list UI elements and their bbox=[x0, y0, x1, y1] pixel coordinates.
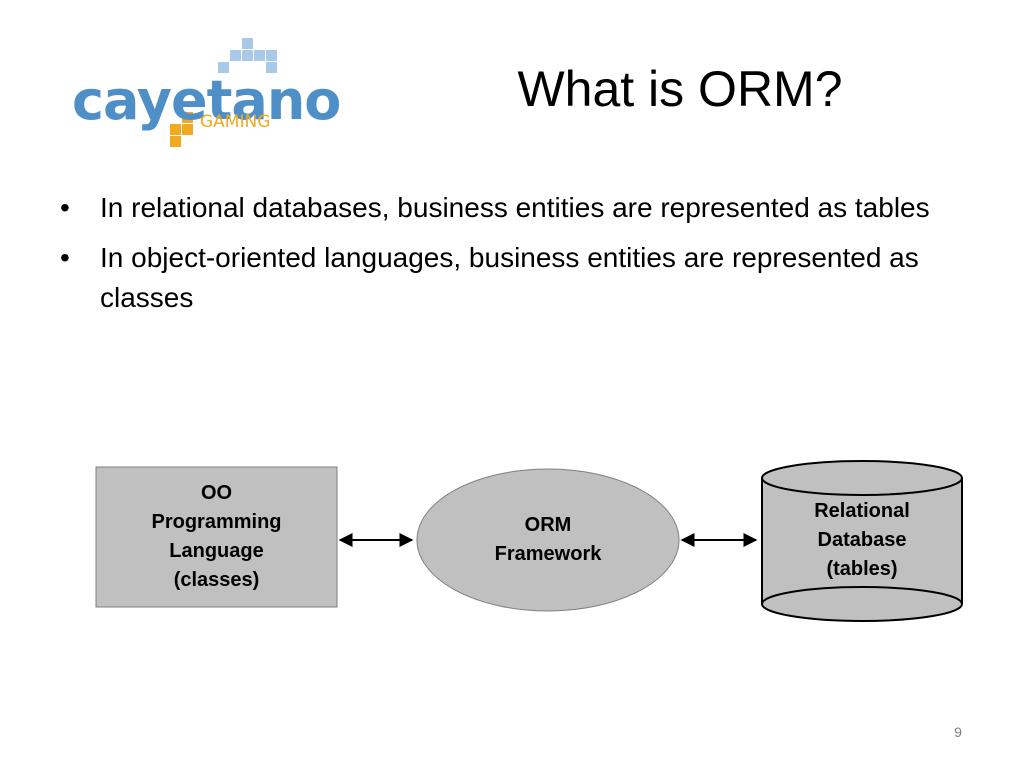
oo-line: Language bbox=[169, 540, 264, 562]
cayetano-gaming-logo: cayetano GAMING bbox=[70, 36, 341, 151]
logo-square bbox=[254, 50, 265, 61]
bullet-marker: • bbox=[60, 242, 70, 273]
logo-square bbox=[242, 38, 253, 49]
db-line: Relational bbox=[814, 500, 910, 522]
database-label: Relational Database (tables) bbox=[762, 497, 962, 584]
page-number: 9 bbox=[954, 724, 962, 740]
logo-square bbox=[230, 50, 241, 61]
logo-subtitle: GAMING bbox=[200, 112, 271, 132]
orm-framework-label: ORM Framework bbox=[448, 511, 648, 569]
db-line: (tables) bbox=[826, 558, 898, 580]
bullet-text: In relational databases, business entiti… bbox=[100, 192, 930, 223]
logo-square bbox=[182, 124, 193, 135]
bullet-list: • In relational databases, business enti… bbox=[60, 188, 960, 328]
db-line: Database bbox=[817, 529, 907, 551]
orm-line: ORM bbox=[524, 514, 572, 536]
logo-square bbox=[170, 136, 181, 147]
logo-square bbox=[182, 112, 193, 123]
bullet-marker: • bbox=[60, 192, 70, 223]
logo-square bbox=[266, 50, 277, 61]
logo-square bbox=[266, 62, 277, 73]
oo-line: Programming bbox=[151, 511, 282, 533]
logo-square bbox=[218, 62, 229, 73]
oo-line: (classes) bbox=[173, 569, 260, 591]
bullet-item: • In object-oriented languages, business… bbox=[60, 238, 960, 318]
logo-wordmark: cayetano bbox=[72, 69, 341, 132]
logo-square bbox=[242, 50, 253, 61]
orm-line: Framework bbox=[494, 543, 602, 565]
oo-language-label: OO Programming Language (classes) bbox=[96, 479, 337, 595]
bullet-text: In object-oriented languages, business e… bbox=[100, 242, 919, 313]
bullet-item: • In relational databases, business enti… bbox=[60, 188, 960, 228]
logo-square bbox=[170, 124, 181, 135]
slide-title: What is ORM? bbox=[517, 61, 843, 117]
oo-line: OO bbox=[200, 482, 233, 504]
